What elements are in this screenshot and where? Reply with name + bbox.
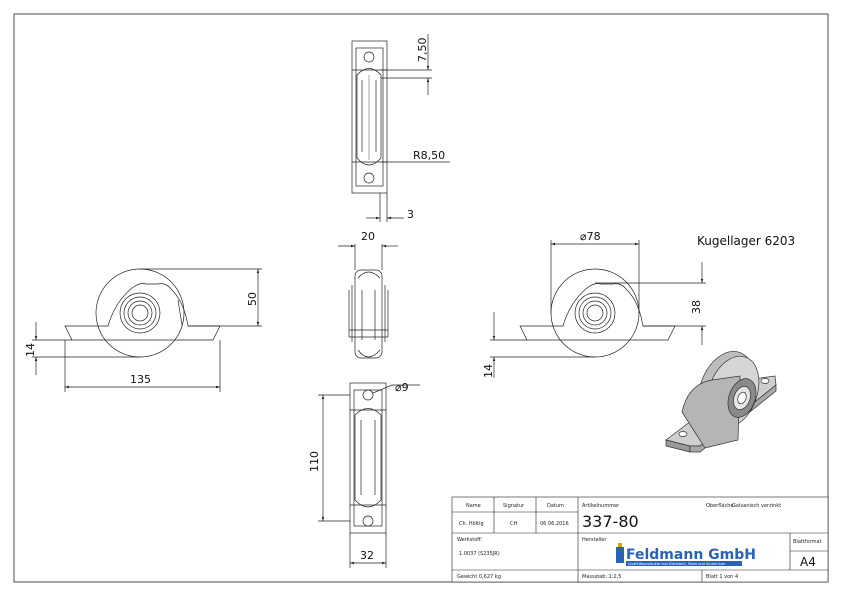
tb-material-label: Werkstoff:	[457, 537, 483, 543]
dim-left-base: 14	[24, 343, 37, 357]
tb-name: Ch. Höltig	[459, 521, 484, 527]
tb-header-date: Datum	[547, 503, 564, 509]
title-block	[451, 496, 829, 583]
dim-left-length: 135	[130, 373, 151, 386]
dim-side-width: 20	[361, 230, 375, 243]
tb-signature: CH	[510, 521, 517, 527]
tb-surface-label: Oberfläche:	[706, 503, 735, 509]
tb-date: 06.06.2016	[540, 521, 569, 527]
tb-surface-value: Galvanisch verzinkt	[732, 503, 781, 509]
tb-manufacturer-label: Hersteller	[582, 537, 607, 543]
dim-left-height: 50	[246, 292, 259, 306]
tb-article-label: Artikelnummer	[582, 503, 620, 509]
isometric-render	[665, 351, 777, 453]
left-front-view	[32, 268, 262, 392]
dim-bottom-length: 110	[308, 451, 321, 472]
brand-tagline: Qualitätsprodukte aus Edelstahl, Stahl u…	[628, 562, 726, 566]
dim-top-thickness: 3	[407, 208, 414, 221]
tb-article-number: 337-80	[582, 512, 639, 531]
dim-bottom-width: 32	[360, 549, 374, 562]
tb-format-value: A4	[800, 555, 816, 569]
dim-top-offset: 7,50	[416, 38, 429, 63]
bottom-view	[318, 382, 420, 568]
tb-material-value: 1.0037 (S235JR)	[459, 551, 500, 557]
dim-bottom-hole: ⌀9	[395, 381, 409, 394]
side-view	[338, 244, 398, 359]
tb-weight: Gewicht 0,627 kg	[457, 574, 501, 580]
dim-right-center: 38	[690, 300, 703, 314]
dim-right-diameter: ⌀78	[580, 230, 601, 243]
tb-scale: Massstab: 1:2,5	[582, 574, 621, 580]
tb-header-signature: Signatur	[503, 503, 525, 509]
feldmann-logo: Feldmann GmbH Qualitätsprodukte aus Edel…	[616, 543, 756, 566]
tb-header-name: Name	[466, 503, 481, 509]
top-view	[351, 34, 450, 222]
right-front-view	[490, 240, 706, 378]
brand-name: Feldmann GmbH	[626, 547, 756, 563]
tb-sheet: Blatt 1 von 4	[706, 574, 738, 580]
dim-right-base: 14	[482, 364, 495, 378]
tb-format-label: Blattformat	[793, 539, 822, 545]
bearing-note: Kugellager 6203	[697, 234, 795, 248]
dim-top-radius: R8,50	[413, 149, 445, 162]
sheet-frame	[13, 13, 829, 583]
